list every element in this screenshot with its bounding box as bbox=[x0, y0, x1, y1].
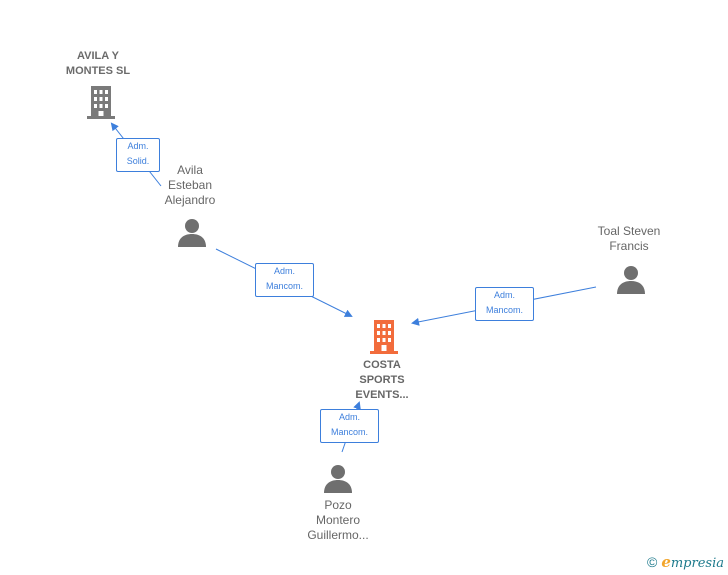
edge-badge-adm-mancom-toal[interactable]: Adm. Mancom. bbox=[475, 287, 534, 321]
main-company-building-icon[interactable] bbox=[367, 318, 401, 356]
building-icon[interactable] bbox=[84, 84, 118, 120]
node-label-avila-esteban[interactable]: Avila Esteban Alejandro bbox=[164, 163, 216, 207]
brand-name: mpresia bbox=[670, 556, 724, 571]
edge-badge-adm-mancom-pozo[interactable]: Adm. Mancom. bbox=[320, 409, 379, 443]
edge-badge-adm-mancom-avila[interactable]: Adm. Mancom. bbox=[255, 263, 314, 297]
node-label-pozo-montero[interactable]: Pozo Montero Guillermo... bbox=[307, 498, 369, 542]
person-icon[interactable] bbox=[615, 263, 647, 295]
node-label-costa-sports[interactable]: COSTA SPORTS EVENTS... bbox=[355, 359, 409, 401]
person-icon[interactable] bbox=[176, 216, 208, 248]
edge-badge-adm-solid[interactable]: Adm. Solid. bbox=[116, 138, 160, 172]
brand-initial: e bbox=[661, 553, 671, 571]
brand-logo: empresia bbox=[661, 553, 724, 571]
copyright-icon: © bbox=[646, 554, 658, 570]
node-label-avila-montes[interactable]: AVILA Y MONTES SL bbox=[65, 50, 131, 77]
node-label-toal-steven[interactable]: Toal Steven Francis bbox=[597, 224, 661, 253]
person-icon[interactable] bbox=[322, 462, 354, 494]
brand-footer[interactable]: © empresia bbox=[647, 553, 724, 571]
